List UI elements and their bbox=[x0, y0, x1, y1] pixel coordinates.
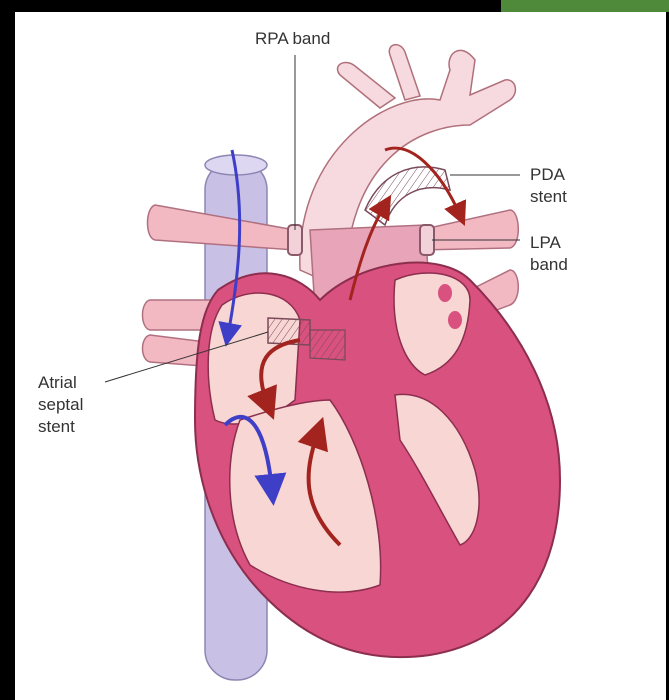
pulmonary-vein-opening-1 bbox=[438, 284, 452, 302]
lpa-band-line1: LPA bbox=[530, 232, 568, 254]
lpa-band-marker bbox=[420, 225, 434, 255]
pda-stent-line2: stent bbox=[530, 186, 567, 208]
atrial-line2: septal bbox=[38, 394, 83, 416]
septum-stent-2 bbox=[310, 330, 345, 360]
lpa-band-label: LPA band bbox=[530, 232, 568, 276]
rpa-band-label: RPA band bbox=[255, 28, 330, 50]
atrial-septal-stent-label: Atrial septal stent bbox=[38, 372, 83, 438]
atrial-line3: stent bbox=[38, 416, 83, 438]
right-atrium bbox=[208, 293, 300, 424]
pda-stent-line1: PDA bbox=[530, 164, 567, 186]
lpa-band-line2: band bbox=[530, 254, 568, 276]
pulmonary-vein-opening-2 bbox=[448, 311, 462, 329]
atrial-line1: Atrial bbox=[38, 372, 83, 394]
pda-stent-label: PDA stent bbox=[530, 164, 567, 208]
